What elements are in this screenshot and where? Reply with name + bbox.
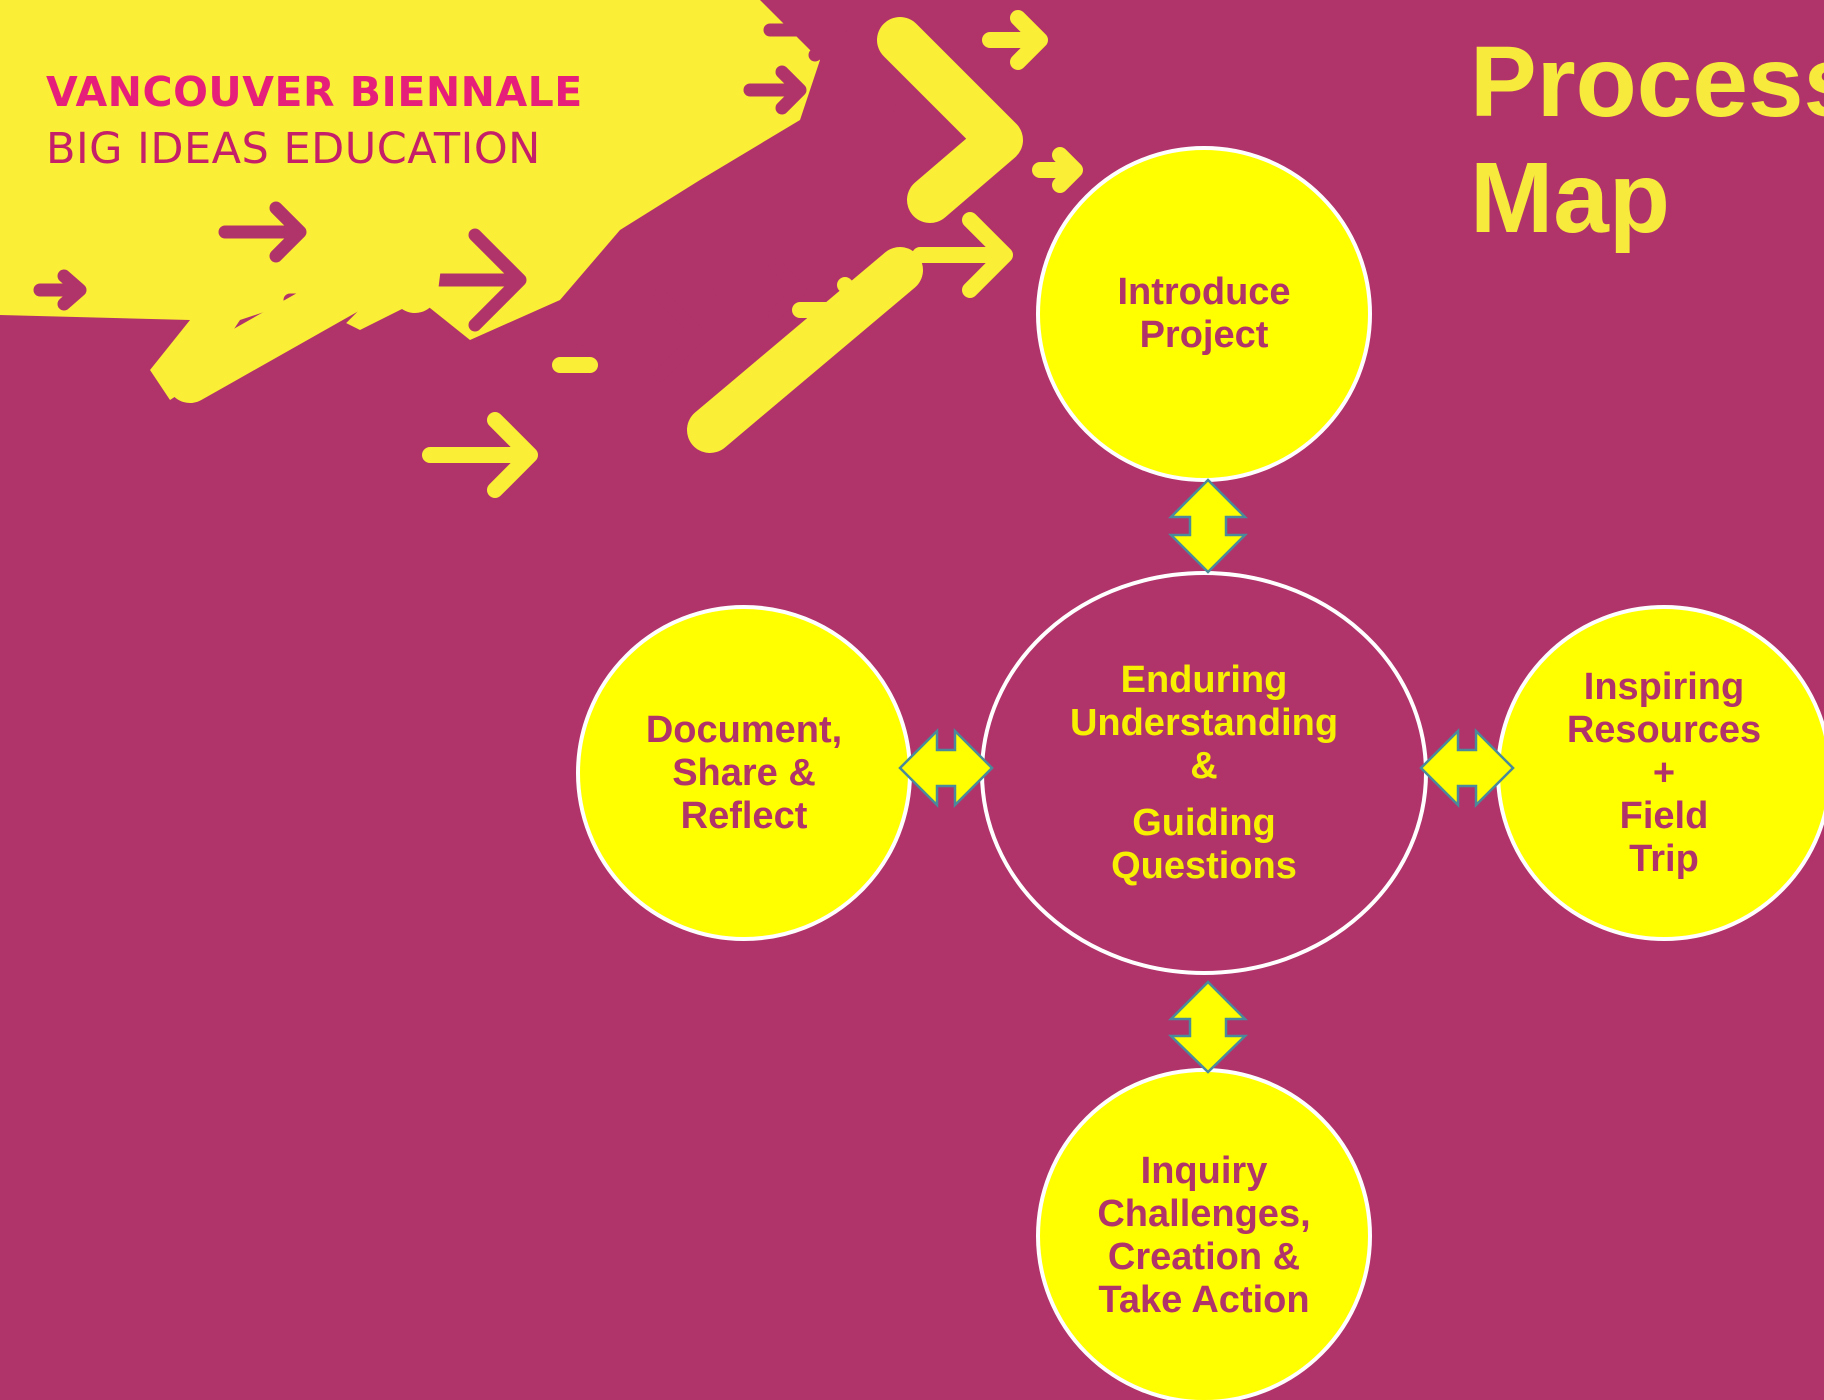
node-right-line: + bbox=[1652, 751, 1676, 794]
node-center-line: Enduring bbox=[1120, 658, 1288, 701]
node-bottom-line: Challenges, bbox=[1097, 1193, 1311, 1235]
node-bottom-label: Inquiry Challenges, Creation & Take Acti… bbox=[1044, 1076, 1364, 1396]
node-center-line: Questions bbox=[1111, 844, 1297, 887]
node-bottom-line: Take Action bbox=[1098, 1279, 1310, 1321]
node-bottom-line: Inquiry bbox=[1140, 1150, 1268, 1192]
node-left-line: Share & bbox=[672, 751, 816, 794]
node-top-line: Introduce bbox=[1117, 271, 1291, 313]
title-line-1: Process bbox=[1470, 26, 1824, 138]
top-circle bbox=[1036, 146, 1372, 482]
double-arrow-top bbox=[1167, 478, 1249, 574]
node-right-line: Trip bbox=[1629, 837, 1699, 880]
node-center-line: & bbox=[1190, 744, 1218, 787]
node-bottom-line: Creation & bbox=[1107, 1236, 1301, 1278]
connectors bbox=[898, 478, 1515, 1074]
title-line-2: Map bbox=[1470, 142, 1670, 254]
brand-line-2: BIG IDEAS EDUCATION bbox=[46, 124, 541, 174]
double-arrow-left bbox=[898, 727, 994, 809]
node-left-line: Document, bbox=[645, 708, 843, 751]
double-arrow-bottom bbox=[1167, 980, 1249, 1074]
node-right-label: Inspiring Resources + Field Trip bbox=[1504, 613, 1824, 933]
brand-logo-text: VANCOUVER BIENNALE BIG IDEAS EDUCATION bbox=[46, 64, 583, 178]
arrow-glyphs bbox=[33, 0, 1083, 498]
node-center-label: Enduring Understanding & Guiding Questio… bbox=[1004, 583, 1404, 963]
node-right-line: Inspiring bbox=[1583, 665, 1745, 708]
node-top-line: Project bbox=[1139, 314, 1269, 356]
arrow-banner bbox=[0, 0, 820, 400]
bottom-circle bbox=[1036, 1068, 1372, 1400]
diagram-shapes bbox=[576, 146, 1824, 1400]
brand-line-1: VANCOUVER BIENNALE bbox=[46, 68, 583, 116]
node-right-line: Resources bbox=[1566, 708, 1762, 751]
node-top-label: Introduce Project bbox=[1044, 154, 1364, 474]
node-left-line: Reflect bbox=[680, 794, 808, 837]
node-center-line: Understanding bbox=[1069, 701, 1339, 744]
node-left-label: Document, Share & Reflect bbox=[584, 613, 904, 933]
page-title: Process Map bbox=[1470, 24, 1824, 256]
node-right-line: Field bbox=[1619, 794, 1709, 837]
node-center-line: Guiding bbox=[1132, 801, 1276, 844]
double-arrow-right bbox=[1419, 727, 1515, 809]
